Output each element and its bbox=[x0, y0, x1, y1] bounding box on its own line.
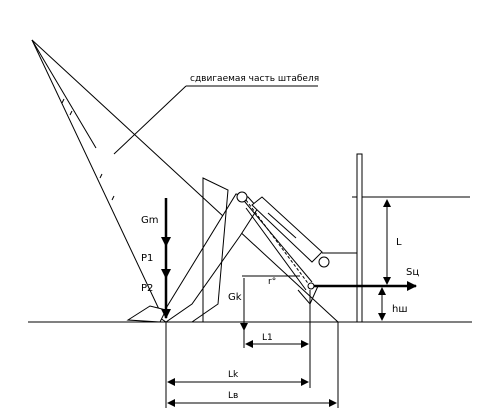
label-sc: Sц bbox=[406, 267, 419, 278]
stack-upper-line bbox=[31, 39, 97, 149]
boom-arm-upper bbox=[239, 195, 313, 283]
label-lk: Lk bbox=[228, 370, 239, 380]
stack-pile-outline bbox=[31, 39, 166, 323]
label-angle: r° bbox=[268, 277, 276, 287]
label-gm: Gm bbox=[141, 215, 159, 226]
caption-leader bbox=[113, 85, 187, 155]
label-p1: P1 bbox=[141, 253, 153, 264]
label-lv: Lв bbox=[228, 391, 238, 401]
label-hsh: hш bbox=[392, 304, 408, 315]
stack-slope-line bbox=[31, 39, 339, 323]
caption-text: сдвигаемая часть штабеля bbox=[190, 74, 319, 84]
loader-back-plate bbox=[190, 177, 229, 323]
label-l1: L1 bbox=[262, 333, 273, 343]
mast-post bbox=[356, 153, 363, 323]
hydraulic-cylinder bbox=[236, 191, 330, 268]
label-p2: P2 bbox=[141, 283, 153, 294]
label-l: L bbox=[396, 237, 402, 248]
pile-hatch-marks bbox=[61, 98, 115, 201]
pivot-joint bbox=[307, 282, 315, 290]
loader-frame bbox=[159, 193, 259, 323]
boom-arm-dashed bbox=[245, 199, 311, 287]
label-gk: Gk bbox=[228, 292, 242, 303]
shovel-nose bbox=[126, 305, 167, 323]
